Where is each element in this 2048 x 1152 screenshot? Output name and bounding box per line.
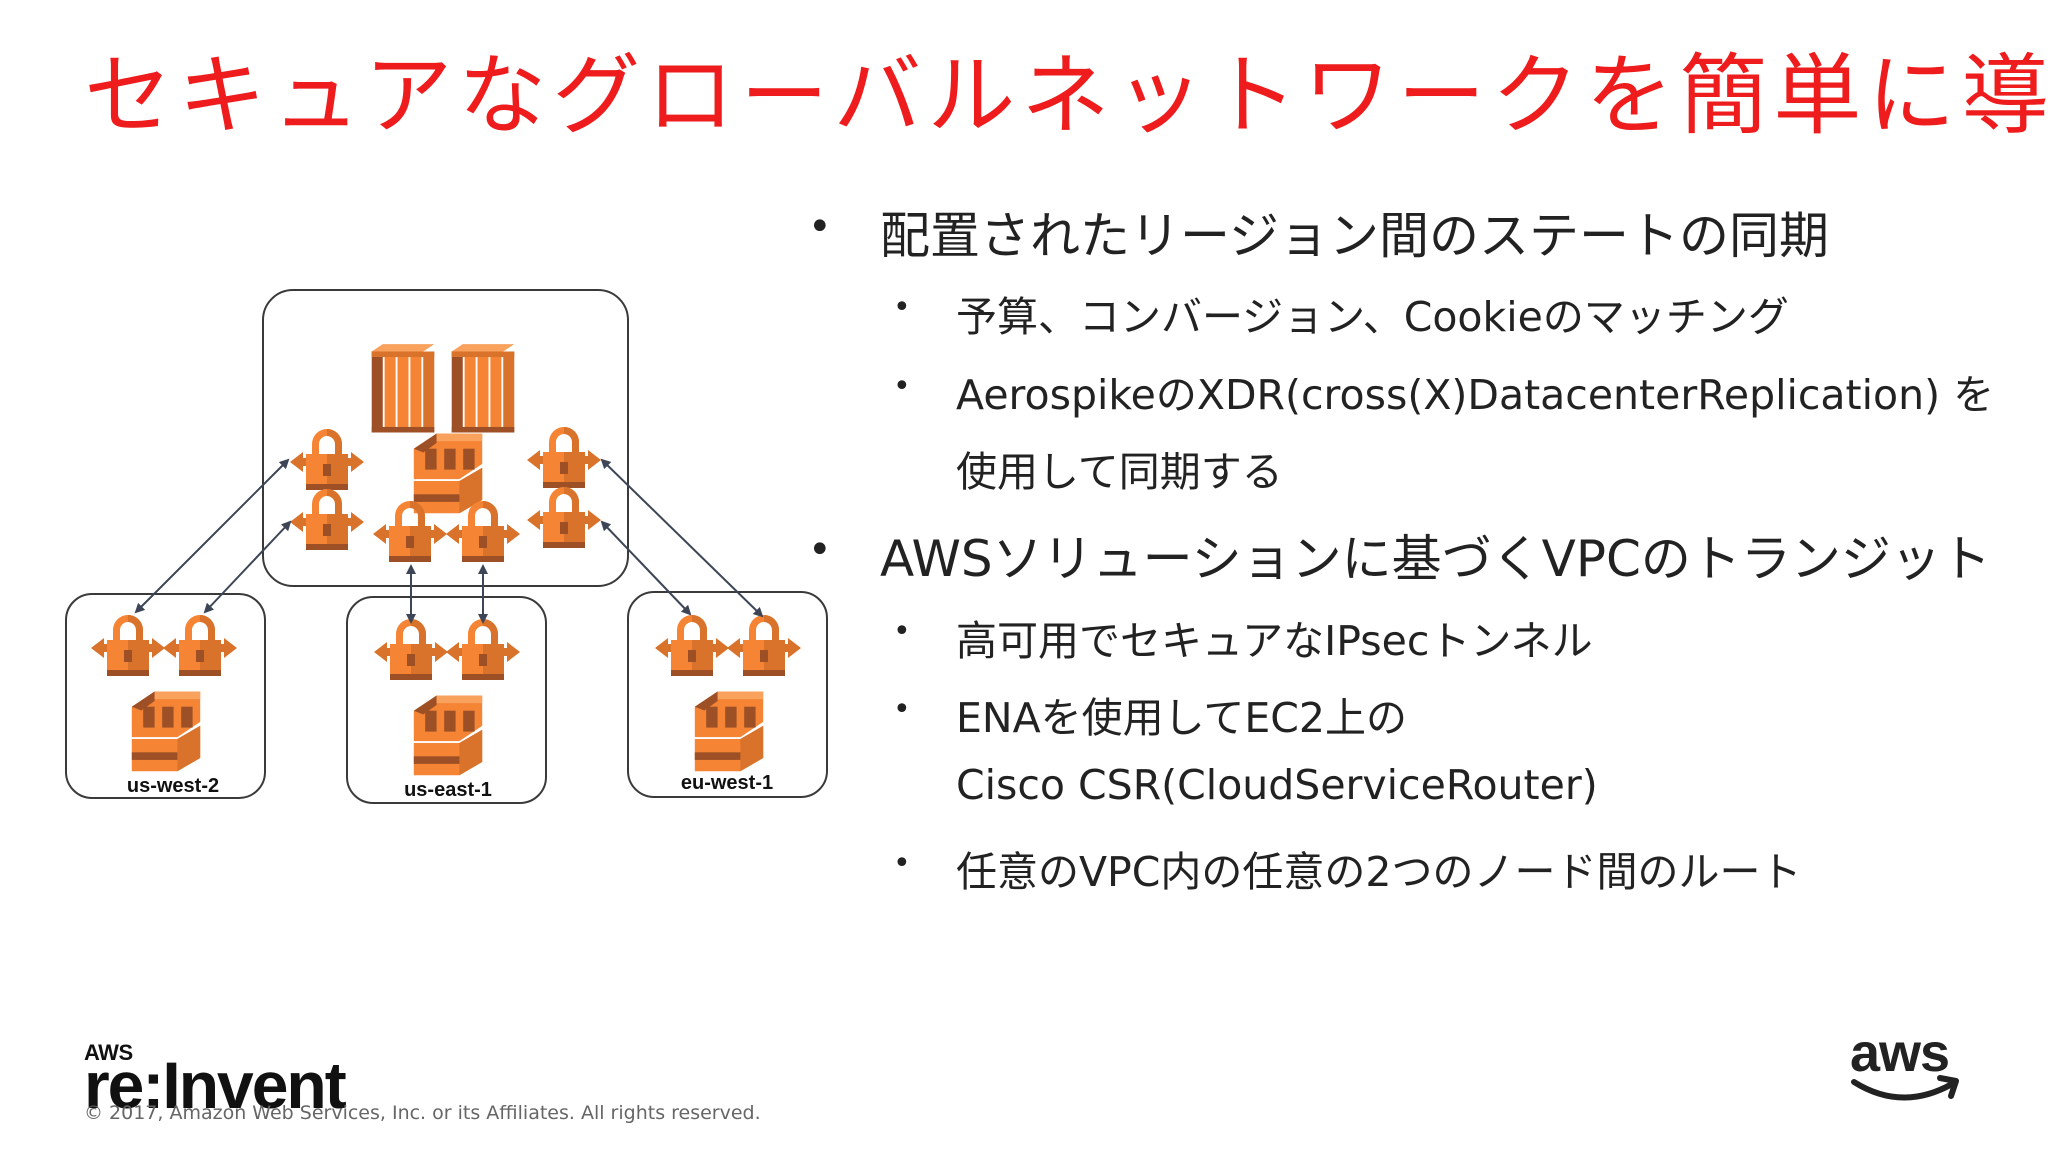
region-box-us-east-1 [346,596,547,804]
bullet-2: AWSソリューションに基づくVPCのトランジット [880,530,1991,588]
amazon-smile-icon [1851,1075,1959,1101]
hub-region-box [262,289,629,587]
sub-bullet-marker: • [893,846,911,881]
region-label-us-east-1: us-east-1 [404,779,492,801]
reinvent-logo-aws: AWS [84,1040,133,1065]
sub-bullet-1-2: AerospikeのXDR(cross(X)DatacenterReplicat… [956,371,1995,419]
bullet-marker: • [808,527,832,573]
sub-bullet-2-2-cont: Cisco CSR(CloudServiceRouter) [956,761,1598,809]
reinvent-logo-text: re:Invent [84,1048,347,1122]
sub-bullet-marker: • [893,614,911,649]
copyright-text: © 2017, Amazon Web Services, Inc. or its… [84,1102,761,1124]
connector-arrows [134,458,764,624]
sub-bullet-2-2: ENAを使用してEC2上の [956,694,1408,742]
sub-bullet-marker: • [893,692,911,727]
bullet-marker: • [808,204,832,250]
bullet-1: 配置されたリージョン間のステートの同期 [880,207,1829,265]
sub-bullet-2-3: 任意のVPC内の任意の2つのノード間のルート [956,848,1802,896]
region-label-eu-west-1: eu-west-1 [681,772,773,794]
slide-title: セキュアなグローバルネットワークを簡単に導入 [84,44,2048,147]
sub-bullet-1-1: 予算、コンバージョン、Cookieのマッチング [956,293,1789,341]
aws-logo-text: aws [1850,1023,1950,1083]
sub-bullet-marker: • [893,369,911,404]
aws-logo: aws [1848,1026,1964,1106]
sub-bullet-1-2-cont: 使用して同期する [956,448,1283,496]
region-label-us-west-2: us-west-2 [127,775,219,797]
sub-bullet-2-1: 高可用でセキュアなIPsecトンネル [956,617,1593,665]
sub-bullet-marker: • [893,290,911,325]
